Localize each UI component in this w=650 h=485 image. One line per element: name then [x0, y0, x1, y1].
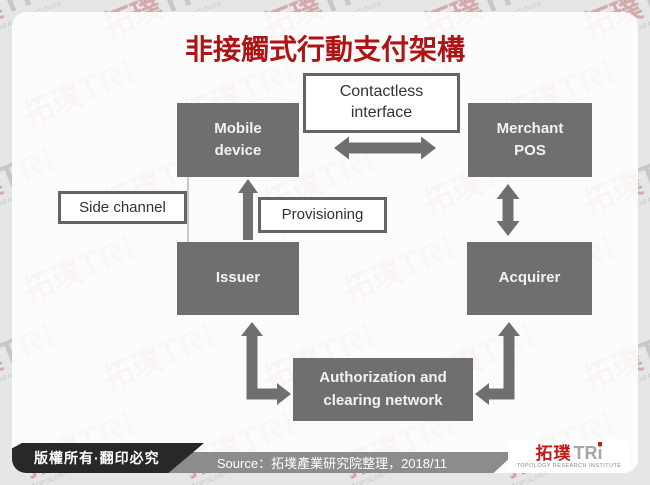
arrow-pos-acquirer [496, 184, 520, 236]
node-acquirer: Acquirer [467, 242, 592, 315]
arrow-acquirer-authnet [475, 322, 520, 405]
copyright-text: 版權所有·翻印必究 [34, 450, 160, 466]
logo-i: i [597, 441, 603, 463]
logo-chinese: 拓璞 [535, 443, 572, 463]
source-bar: Source：拓墣產業研究院整理，2018/11 [142, 452, 517, 473]
arrow-contactless [334, 136, 436, 160]
node-merchant-pos: Merchant POS [468, 103, 592, 177]
logo-red-dot [598, 441, 603, 446]
source-text: Source：拓墣產業研究院整理，2018/11 [216, 456, 448, 471]
page-title: 非接觸式行動支付架構 [184, 33, 465, 66]
arrow-issuer-authnet [241, 322, 291, 405]
label-provisioning: Provisioning [258, 197, 387, 233]
node-issuer: Issuer [177, 242, 299, 315]
connector-arrows [238, 136, 520, 405]
node-authorization-network: Authorization and clearing network [293, 358, 473, 421]
node-mobile-device: Mobile device [177, 103, 299, 177]
label-side-channel: Side channel [58, 191, 187, 224]
side-channel-line [187, 177, 189, 242]
tri-logo: 拓璞 TR i TOPOLOGY RESEARCH INSTITUTE [508, 441, 630, 471]
slide-card: 非接觸式行動支付架構 Mobile device Merchant POS Is… [12, 12, 638, 473]
logo-tr: TR [573, 442, 598, 463]
copyright-bar: 版權所有·翻印必究 [12, 443, 205, 473]
arrow-provisioning [238, 179, 258, 240]
logo-subtitle: TOPOLOGY RESEARCH INSTITUTE [516, 462, 622, 469]
label-contactless-interface: Contactless interface [303, 73, 460, 133]
